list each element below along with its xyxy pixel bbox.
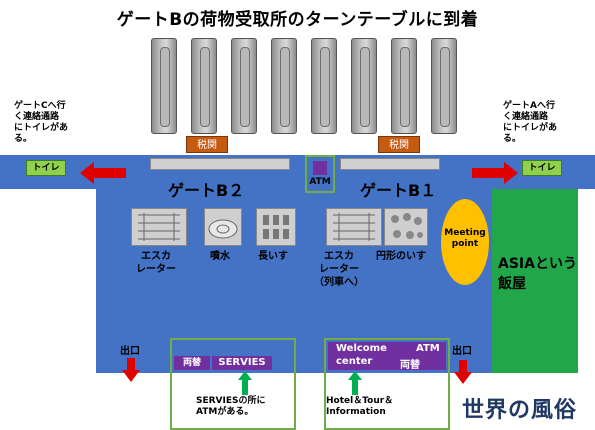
customs-left: 税関 bbox=[186, 136, 228, 153]
asia-restaurant-label: ASIAという飯屋 bbox=[498, 256, 577, 292]
gate-b2-label: ゲートB２ bbox=[168, 181, 245, 200]
welcome-label-2: center bbox=[336, 356, 373, 367]
baggage-carousel bbox=[351, 38, 377, 134]
round-chair-label: 円形のいす bbox=[376, 251, 426, 262]
bench-icon bbox=[256, 208, 296, 246]
meeting-point bbox=[441, 199, 489, 285]
baggage-carousel bbox=[311, 38, 337, 134]
welcome-label-1: Welcome bbox=[336, 343, 387, 354]
fountain-label: 噴水 bbox=[210, 251, 230, 262]
atm-top-label: ATM bbox=[309, 177, 331, 187]
services-counter: SERVIES bbox=[212, 356, 272, 370]
round-chair-icon bbox=[384, 208, 428, 246]
arrow-right-icon bbox=[472, 162, 518, 184]
exit-left-label: 出口 bbox=[120, 346, 140, 357]
atm-bottom-label: ATM bbox=[416, 343, 440, 354]
exchange-left: 両替 bbox=[174, 356, 210, 370]
atm-icon bbox=[313, 161, 327, 175]
watermark: 世界の風俗 bbox=[462, 398, 578, 423]
welcome-note: Hotel＆Tour＆Information bbox=[326, 396, 394, 417]
baggage-carousel bbox=[231, 38, 257, 134]
customs-right: 税関 bbox=[378, 136, 420, 153]
gate-b2-barrier bbox=[150, 158, 290, 170]
exit-left-arrow-icon bbox=[122, 358, 140, 382]
exit-right-arrow-icon bbox=[454, 360, 472, 384]
services-arrow-icon bbox=[238, 371, 252, 395]
note-right: ゲートAへ行く連絡通路にトイレがある。 bbox=[503, 101, 558, 144]
gate-b1-label: ゲートB１ bbox=[360, 181, 437, 200]
services-area bbox=[170, 338, 296, 430]
baggage-carousel bbox=[431, 38, 457, 134]
welcome-arrow-icon bbox=[348, 371, 362, 395]
asia-restaurant bbox=[492, 189, 578, 373]
bench-label: 長いす bbox=[258, 251, 288, 262]
exit-right-label: 出口 bbox=[452, 346, 472, 357]
welcome-center: Welcome center ATM 両替 bbox=[328, 342, 446, 371]
arrival-hall bbox=[96, 155, 492, 373]
page-title: ゲートBの荷物受取所のターンテーブルに到着 bbox=[116, 10, 479, 30]
note-left: ゲートCへ行く連絡通路にトイレがある。 bbox=[14, 101, 69, 144]
escalator-label: エスカレーター bbox=[136, 251, 176, 275]
exchange-right: 両替 bbox=[400, 360, 420, 371]
fountain-icon bbox=[204, 208, 242, 246]
escalator-icon bbox=[131, 208, 187, 246]
escalator-train-label: エスカレーター（列車へ） bbox=[314, 251, 364, 288]
gate-b1-barrier bbox=[340, 158, 440, 170]
toilet-right: トイレ bbox=[522, 160, 562, 176]
atm-top: ATM bbox=[305, 155, 335, 193]
baggage-carousel bbox=[271, 38, 297, 134]
baggage-carousel bbox=[391, 38, 417, 134]
welcome-area bbox=[324, 338, 450, 430]
baggage-carousel bbox=[191, 38, 217, 134]
escalator-train-icon bbox=[326, 208, 382, 246]
toilet-left: トイレ bbox=[26, 160, 66, 176]
baggage-carousel bbox=[151, 38, 177, 134]
arrow-left-icon bbox=[80, 162, 126, 184]
